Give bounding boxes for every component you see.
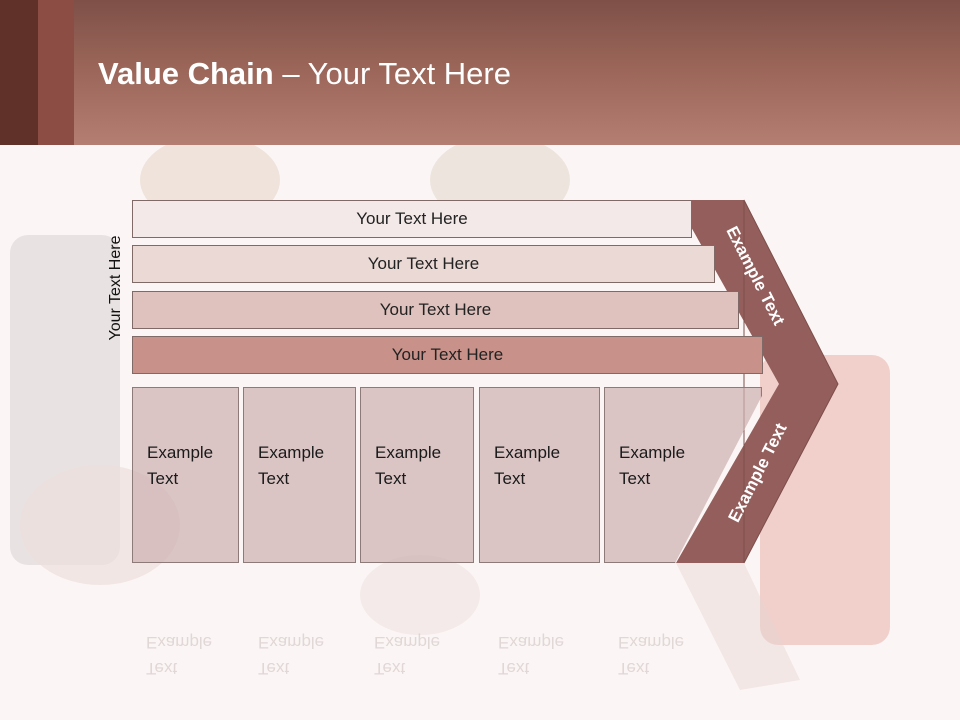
activity-cell-1: Example Text bbox=[132, 387, 239, 563]
activity-cell-3: Example Text bbox=[360, 387, 474, 563]
title-rest: – Your Text Here bbox=[273, 56, 511, 91]
row-bar-2: Your Text Here bbox=[132, 245, 715, 283]
row-bar-label: Your Text Here bbox=[379, 300, 492, 319]
header-stripe bbox=[38, 0, 74, 145]
row-bar-label: Your Text Here bbox=[356, 209, 468, 228]
row-bar-4: Your Text Here bbox=[132, 336, 763, 374]
cell-line-2: Text bbox=[619, 469, 651, 488]
cell-line-1: Example bbox=[375, 443, 442, 462]
activity-cell-4: Example Text bbox=[479, 387, 600, 563]
cell-line-2: Text bbox=[258, 469, 290, 488]
cell-line-1: Example bbox=[494, 443, 561, 462]
side-label: Your Text Here bbox=[107, 235, 124, 341]
slide-title: Value Chain – Your Text Here bbox=[98, 54, 511, 94]
cell-line-2: Text bbox=[494, 469, 526, 488]
row-bar-label: Your Text Here bbox=[367, 254, 480, 273]
cell-line-1: Example bbox=[258, 443, 325, 462]
activity-cell-2: Example Text bbox=[243, 387, 356, 563]
header-stripe bbox=[0, 0, 38, 145]
header-band: Value Chain – Your Text Here bbox=[0, 0, 960, 145]
title-bold: Value Chain bbox=[98, 56, 274, 91]
cell-line-2: Text bbox=[375, 469, 407, 488]
cell-line-1: Example bbox=[619, 443, 686, 462]
chevron-upper-segment bbox=[676, 200, 838, 384]
cell-line-1: Example bbox=[147, 443, 214, 462]
row-bar-1: Your Text Here bbox=[132, 200, 692, 238]
chevron-lower-segment bbox=[676, 384, 838, 563]
cell-line-2: Text bbox=[147, 469, 179, 488]
row-bar-3: Your Text Here bbox=[132, 291, 739, 329]
row-bar-label: Your Text Here bbox=[391, 345, 504, 364]
